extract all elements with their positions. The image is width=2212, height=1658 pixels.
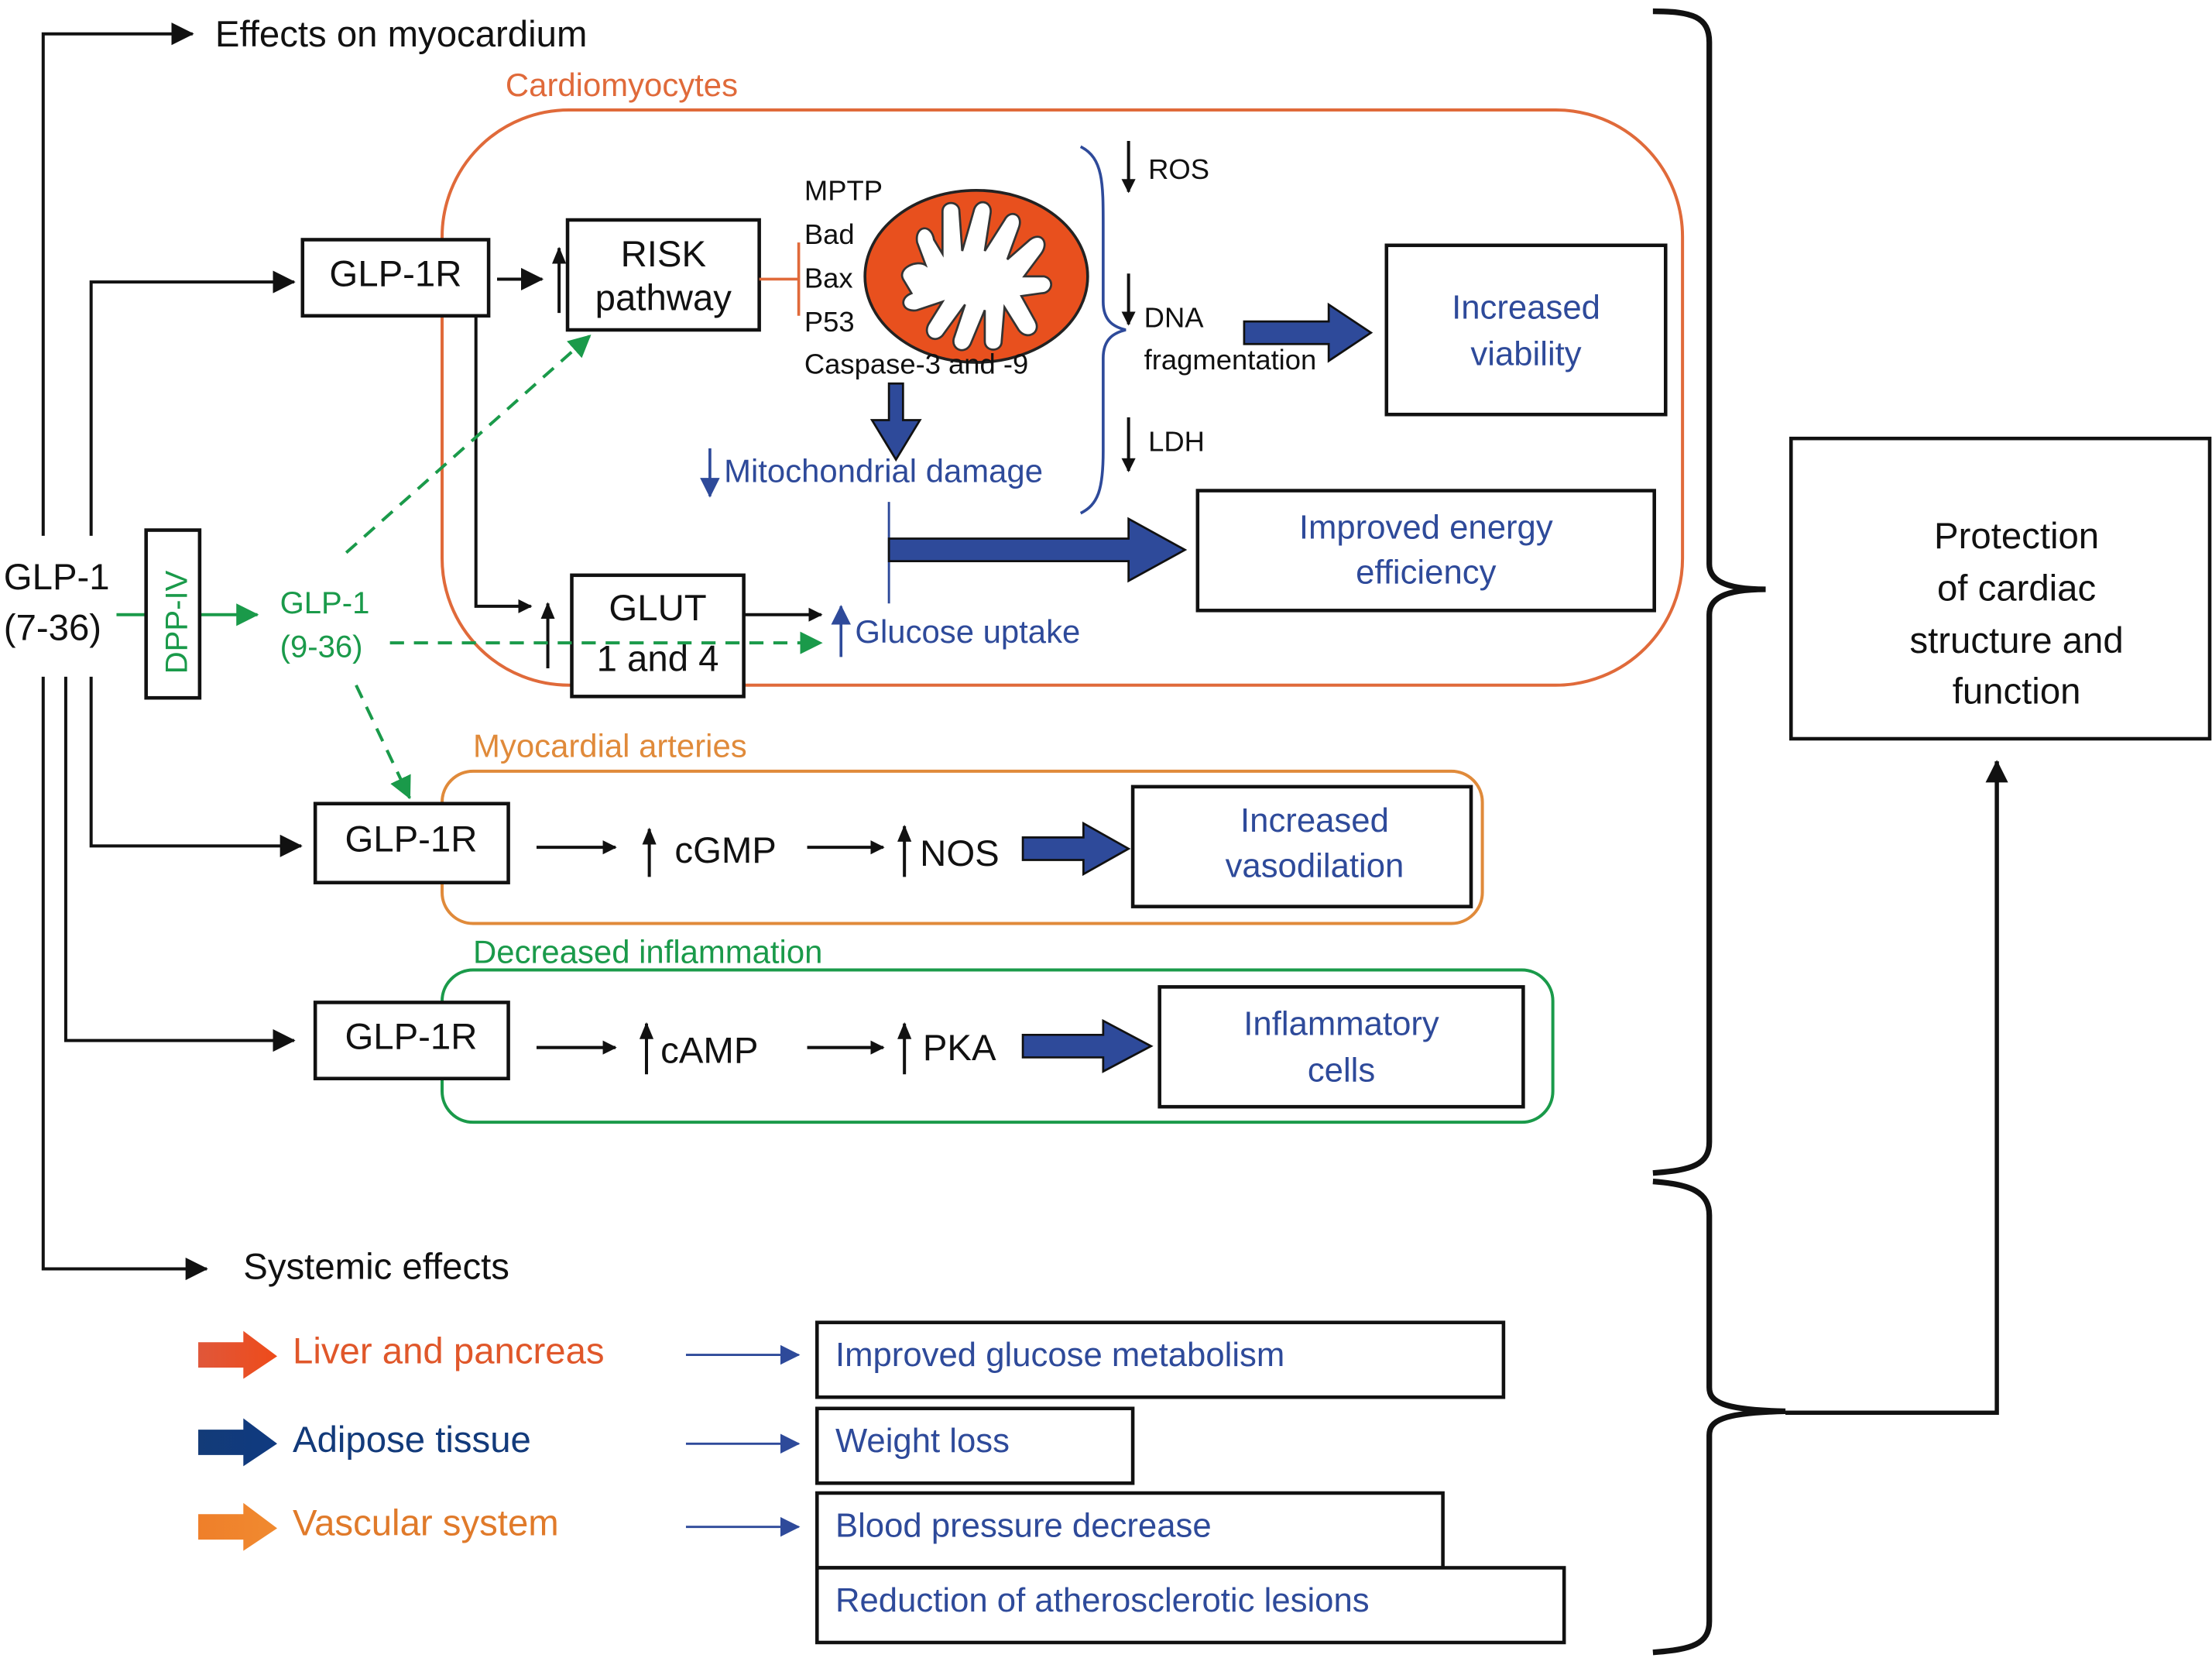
viability-line2: viability [1470,335,1581,373]
apoptosis-factor-3: P53 [804,306,855,338]
fat-arrow-inflammatory [1021,1018,1154,1073]
glp1-source-line1: GLP-1 [4,557,110,598]
energy-line1: Improved energy [1299,508,1553,546]
organ-arrow-vascular [198,1502,277,1551]
cardiomyocytes-frame [441,108,1685,687]
mitochondria-icon [863,188,1089,364]
organ-arrow-adipose [198,1418,277,1467]
effect-box-atherosclerosis[interactable] [815,1566,1566,1645]
blue-brace [1079,145,1127,515]
inflammatory-line1: Inflammatory [1243,1004,1439,1042]
apoptosis-factor-1: Bad [804,218,855,250]
inflammatory-cells-box[interactable] [1157,985,1525,1109]
outcome-line3: structure and [1909,620,2123,661]
glut-line1: GLUT [609,588,706,629]
effect-box-weight[interactable] [815,1406,1135,1485]
inflammation-step1: cAMP [660,1031,758,1072]
fat-arrow-vasodilation [1021,821,1131,877]
energy-line2: efficiency [1356,554,1496,592]
outcome-box[interactable] [1789,436,2212,741]
glp1-metabolite-line1: GLP-1 [280,586,370,620]
risk-line1: RISK [621,234,707,275]
inflammation-step2: PKA [923,1028,996,1069]
dpp-iv-label: DPP-IV [159,570,194,674]
dpp-iv-box[interactable] [144,528,202,700]
apoptosis-factor-4: Caspase-3 and -9 [804,348,1028,379]
energy-box[interactable] [1195,489,1656,613]
glucose-uptake-label: Glucose uptake [855,613,1080,650]
glp1r-box-inflammation[interactable] [313,1001,510,1081]
mito-damage-label: Mitochondrial damage [724,453,1043,489]
cardiomyocytes-title: Cardiomyocytes [506,67,738,103]
arteries-step2: NOS [920,833,1000,874]
effect-weight: Weight loss [835,1422,1010,1460]
marker-dna: DNA [1144,301,1205,333]
risk-pathway-box[interactable] [565,218,761,332]
vasodilation-line2: vasodilation [1226,846,1404,884]
glp1-source-line2: (7-36) [4,608,101,649]
outcome-line4: function [1953,671,2081,712]
apoptosis-factor-0: MPTP [804,175,883,207]
marker-ros: ROS [1148,153,1209,185]
vasodilation-line1: Increased [1240,802,1389,839]
risk-line2: pathway [595,278,732,319]
myocardium-heading: Effects on myocardium [215,14,588,55]
glut-line2: 1 and 4 [597,639,719,680]
dashed-to-risk [345,334,592,554]
source-connectors [41,22,303,1281]
organ-vascular: Vascular system [293,1503,559,1544]
marker-ldh: LDH [1148,426,1205,458]
effect-atherosclerosis: Reduction of atherosclerotic lesions [835,1581,1370,1619]
organ-liver: Liver and pancreas [293,1330,605,1371]
marker-dna-2: fragmentation [1144,344,1317,376]
fat-arrow-viability [1243,302,1373,363]
organ-arrow-liver [198,1330,277,1379]
glp1-metabolite-line2: (9-36) [280,630,363,664]
vasodilation-box[interactable] [1130,784,1473,908]
effect-bp: Blood pressure decrease [835,1506,1212,1544]
arteries-title: Myocardial arteries [473,728,747,764]
fat-arrow-energy [887,517,1188,583]
glp1r-label-cardiomyocytes: GLP-1R [329,254,461,295]
fat-arrow-down [869,382,922,462]
systemic-heading: Systemic effects [243,1246,509,1287]
organ-adipose: Adipose tissue [293,1419,531,1461]
glp1r-box-cardiomyocytes[interactable] [300,238,491,318]
glut-box[interactable] [570,573,746,699]
inflammatory-line2: cells [1308,1051,1375,1089]
outcome-line2: of cardiac [1937,568,2096,609]
effect-box-glucose[interactable] [815,1320,1506,1399]
right-brace-systemic [1652,1179,1786,1656]
dashed-to-arteries [355,684,411,800]
viability-line1: Increased [1452,288,1600,326]
apoptosis-factor-2: Bax [804,262,853,293]
effect-glucose: Improved glucose metabolism [835,1336,1284,1374]
right-brace-myocardium [1652,8,1766,1176]
glp1r-label-arteries: GLP-1R [345,819,477,860]
viability-box[interactable] [1384,243,1668,417]
glp1r-label-inflammation: GLP-1R [345,1017,477,1058]
outcome-line1: Protection [1934,516,2099,557]
glp1r-box-arteries[interactable] [313,802,510,884]
arteries-step1: cGMP [674,830,776,871]
inflammation-title: Decreased inflammation [473,933,822,970]
